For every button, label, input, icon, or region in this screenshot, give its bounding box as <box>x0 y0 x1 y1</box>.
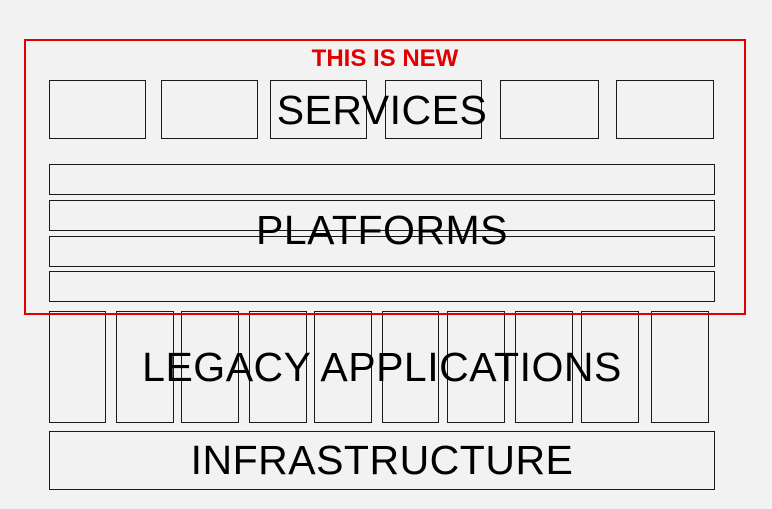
service-box <box>49 80 146 139</box>
infrastructure-label: INFRASTRUCTURE <box>190 437 574 483</box>
legacy-app-box <box>581 311 639 423</box>
service-box <box>500 80 599 139</box>
legacy-app-box <box>181 311 239 423</box>
legacy-app-box <box>515 311 573 423</box>
legacy-app-box <box>651 311 709 423</box>
platform-bar <box>49 164 715 195</box>
platforms-label: PLATFORMS <box>255 207 509 253</box>
legacy-app-box <box>382 311 439 423</box>
legacy-app-box <box>314 311 372 423</box>
legacy-applications-label: LEGACY APPLICATIONS <box>142 344 622 390</box>
legacy-app-box <box>249 311 307 423</box>
new-label: THIS IS NEW <box>311 45 459 72</box>
services-label: SERVICES <box>276 87 488 133</box>
legacy-app-box <box>49 311 106 423</box>
platform-bar <box>49 236 715 267</box>
service-box <box>616 80 714 139</box>
legacy-app-box <box>447 311 505 423</box>
service-box <box>385 80 482 139</box>
infrastructure-box <box>49 431 715 490</box>
service-box <box>161 80 258 139</box>
platform-bar <box>49 271 715 302</box>
platform-bar <box>49 200 715 231</box>
legacy-app-box <box>116 311 174 423</box>
service-box <box>270 80 367 139</box>
